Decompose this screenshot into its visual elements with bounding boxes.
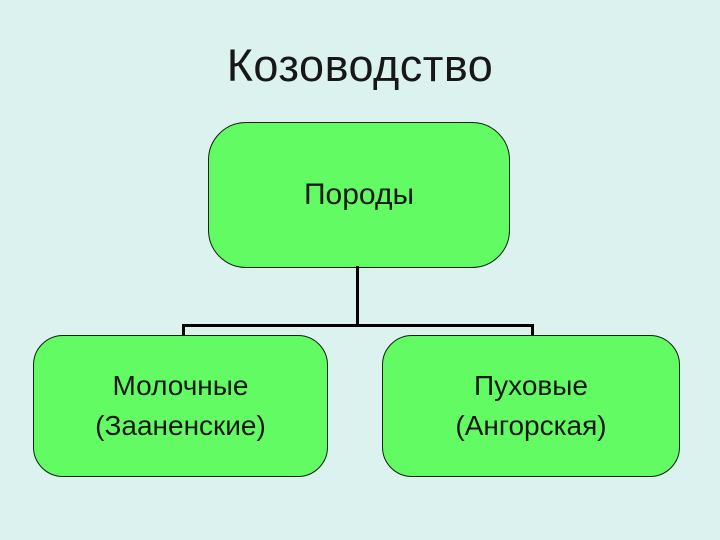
page-title: Козоводство [226,40,494,91]
diagram-node-down-sublabel: (Ангорская) [455,410,607,441]
connector-left-drop-line [182,324,185,336]
diagram-node-dairy-label: Молочные [112,370,249,401]
diagram-node-dairy-sublabel: (Зааненские) [95,410,266,441]
connector-right-drop-line [531,324,534,336]
diagram-node-breeds: Породы [208,122,510,268]
diagram-node-breeds-label: Породы [303,178,415,211]
diagram-node-dairy: Молочные (Зааненские) [33,335,328,477]
connector-horizontal-line [182,324,534,327]
diagram-node-down: Пуховые (Ангорская) [382,335,680,477]
connector-stem-line [356,266,359,327]
diagram-node-down-label: Пуховые [474,370,588,401]
